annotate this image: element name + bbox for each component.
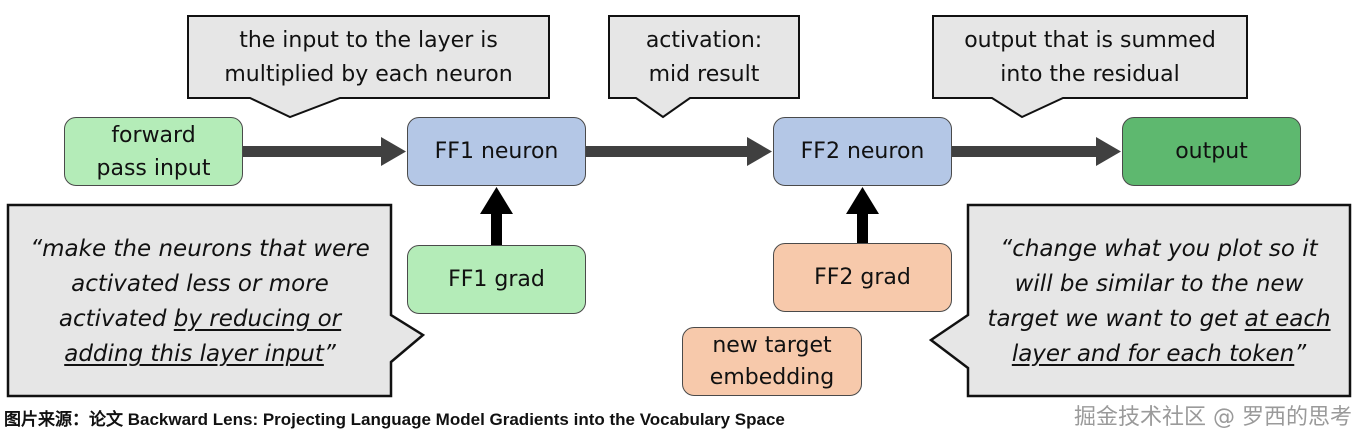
- node-output-label: output: [1175, 138, 1248, 164]
- callout-output-note-line1: output that is summed: [964, 28, 1216, 53]
- node-ff1-grad-label: FF1 grad: [448, 266, 545, 292]
- callout-ff1-quote-shape: [6, 203, 426, 398]
- ff1-quote-line4-end: ”: [323, 341, 336, 367]
- arrow-ff2-to-output: [952, 137, 1121, 166]
- callout-output-note-shape: [932, 15, 1248, 119]
- watermark: 掘金技术社区 @ 罗西的思考: [1074, 405, 1352, 430]
- ff1-quote-line4-underlined: adding this layer input: [64, 341, 324, 367]
- callout-input-note-line1: the input to the layer is: [239, 28, 498, 53]
- node-ff1-neuron-label: FF1 neuron: [434, 138, 559, 164]
- callout-ff1-quote: “make the neurons that were activated le…: [10, 212, 390, 392]
- node-ff1-neuron: FF1 neuron: [407, 117, 586, 186]
- callout-output-note-line2: into the residual: [1000, 62, 1180, 87]
- node-forward-pass-input-line1: forward: [111, 122, 196, 148]
- ff1-quote-line4: adding this layer input”: [64, 337, 336, 372]
- ff1-quote-line2: activated less or more: [71, 271, 329, 297]
- node-forward-pass-input-line2: pass input: [96, 155, 211, 181]
- node-ff2-grad-label: FF2 grad: [814, 264, 911, 290]
- ff2-quote-line1: “change what you plot so it: [1000, 236, 1318, 262]
- node-ff2-grad: FF2 grad: [773, 243, 952, 312]
- callout-activation-note-line2: mid result: [648, 62, 760, 87]
- ff2-quote-line4: layer and for each token”: [1012, 337, 1306, 372]
- ff2-quote-line2: will be similar to the new: [1014, 271, 1304, 297]
- node-new-target-line2: embedding: [709, 364, 835, 390]
- ff1-quote-line3-underlined: by reducing or: [173, 306, 342, 332]
- callout-output-note: output that is summed into the residual: [933, 20, 1247, 96]
- callout-input-note-line2: multiplied by each neuron: [224, 62, 513, 87]
- callout-activation-note-line1: activation:: [645, 28, 763, 53]
- arrow-ff1grad-to-ff1: [480, 187, 513, 246]
- ff2-quote-line3-plain: target we want to get: [987, 306, 1245, 332]
- callout-activation-note-shape: [608, 15, 800, 119]
- arrow-ff1-to-ff2: [586, 137, 772, 166]
- node-ff2-neuron-label: FF2 neuron: [800, 138, 925, 164]
- figure-caption: 图片来源：论文 Backward Lens: Projecting Langua…: [4, 410, 785, 429]
- callout-activation-note: activation: mid result: [609, 20, 799, 96]
- ff1-quote-line3: activated by reducing or: [59, 302, 341, 337]
- arrow-input-to-ff1: [243, 137, 406, 166]
- ff1-quote-line1: “make the neurons that were: [30, 236, 370, 262]
- ff2-quote-line3-underlined: at each: [1244, 306, 1331, 332]
- node-forward-pass-input: forward pass input: [64, 117, 243, 186]
- callout-ff2-quote: “change what you plot so it will be simi…: [970, 212, 1348, 392]
- ff2-quote-line4-end: ”: [1294, 341, 1307, 367]
- callout-ff2-quote-shape: [928, 203, 1352, 398]
- node-ff2-neuron: FF2 neuron: [773, 117, 952, 186]
- ff1-quote-line3-plain: activated: [58, 306, 174, 332]
- node-new-target-embedding: new target embedding: [682, 327, 862, 396]
- ff2-quote-line4-underlined: layer and for each token: [1011, 341, 1295, 367]
- callout-input-note-shape: [187, 15, 550, 119]
- node-ff1-grad: FF1 grad: [407, 245, 586, 314]
- callout-input-note: the input to the layer is multiplied by …: [188, 20, 549, 96]
- ff2-quote-line3: target we want to get at each: [987, 302, 1330, 337]
- arrow-ff2grad-to-ff2: [846, 187, 879, 244]
- node-new-target-line1: new target: [712, 332, 832, 358]
- node-output: output: [1122, 117, 1301, 186]
